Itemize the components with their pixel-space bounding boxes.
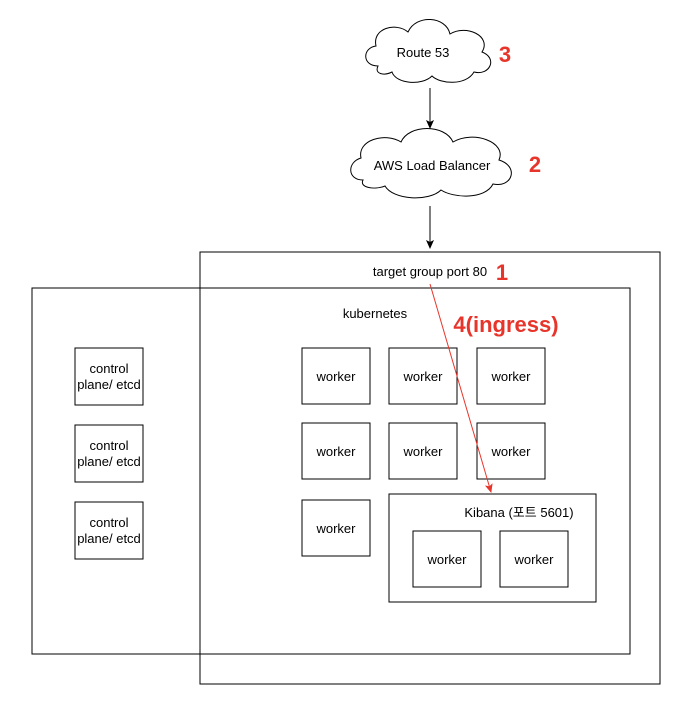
control-plane-label: control (89, 515, 128, 530)
ingress-label: 4(ingress) (453, 312, 558, 337)
worker-box (476, 347, 546, 405)
target-group-box (199, 251, 661, 685)
kibana-worker-box (499, 530, 569, 588)
control-plane-label: control (89, 438, 128, 453)
worker-label: worker (490, 444, 531, 459)
control-plane-label: control (89, 361, 128, 376)
route53-label: Route 53 (397, 45, 450, 60)
worker-label: worker (315, 521, 356, 536)
worker-label: worker (402, 444, 443, 459)
kubernetes-label: kubernetes (343, 306, 408, 321)
kibana-worker-box (412, 530, 482, 588)
route53-cloud (365, 19, 492, 83)
worker-box (476, 422, 546, 480)
route53-step-number: 3 (499, 42, 511, 67)
kibana-worker-label: worker (426, 552, 467, 567)
load-balancer-cloud (350, 128, 512, 199)
kibana-label: Kibana (포트 5601) (464, 505, 573, 520)
control-plane-label: plane/ etcd (77, 531, 141, 546)
ingress-arrow (429, 283, 493, 493)
worker-label: worker (315, 369, 356, 384)
load-balancer-step-number: 2 (529, 152, 541, 177)
worker-label: worker (315, 444, 356, 459)
worker-label: worker (490, 369, 531, 384)
worker-label: worker (402, 369, 443, 384)
worker-box (388, 422, 458, 480)
worker-box (301, 499, 371, 557)
kubernetes-box (31, 287, 631, 655)
control-plane-box (74, 347, 144, 406)
worker-box (301, 422, 371, 480)
target-group-step-number: 1 (496, 260, 508, 285)
kibana-worker-label: worker (513, 552, 554, 567)
worker-box (301, 347, 371, 405)
control-plane-box (74, 424, 144, 483)
control-plane-box (74, 501, 144, 560)
control-plane-label: plane/ etcd (77, 454, 141, 469)
control-plane-label: plane/ etcd (77, 377, 141, 392)
load-balancer-label: AWS Load Balancer (374, 158, 491, 173)
target-group-label: target group port 80 (373, 264, 487, 279)
worker-box (388, 347, 458, 405)
